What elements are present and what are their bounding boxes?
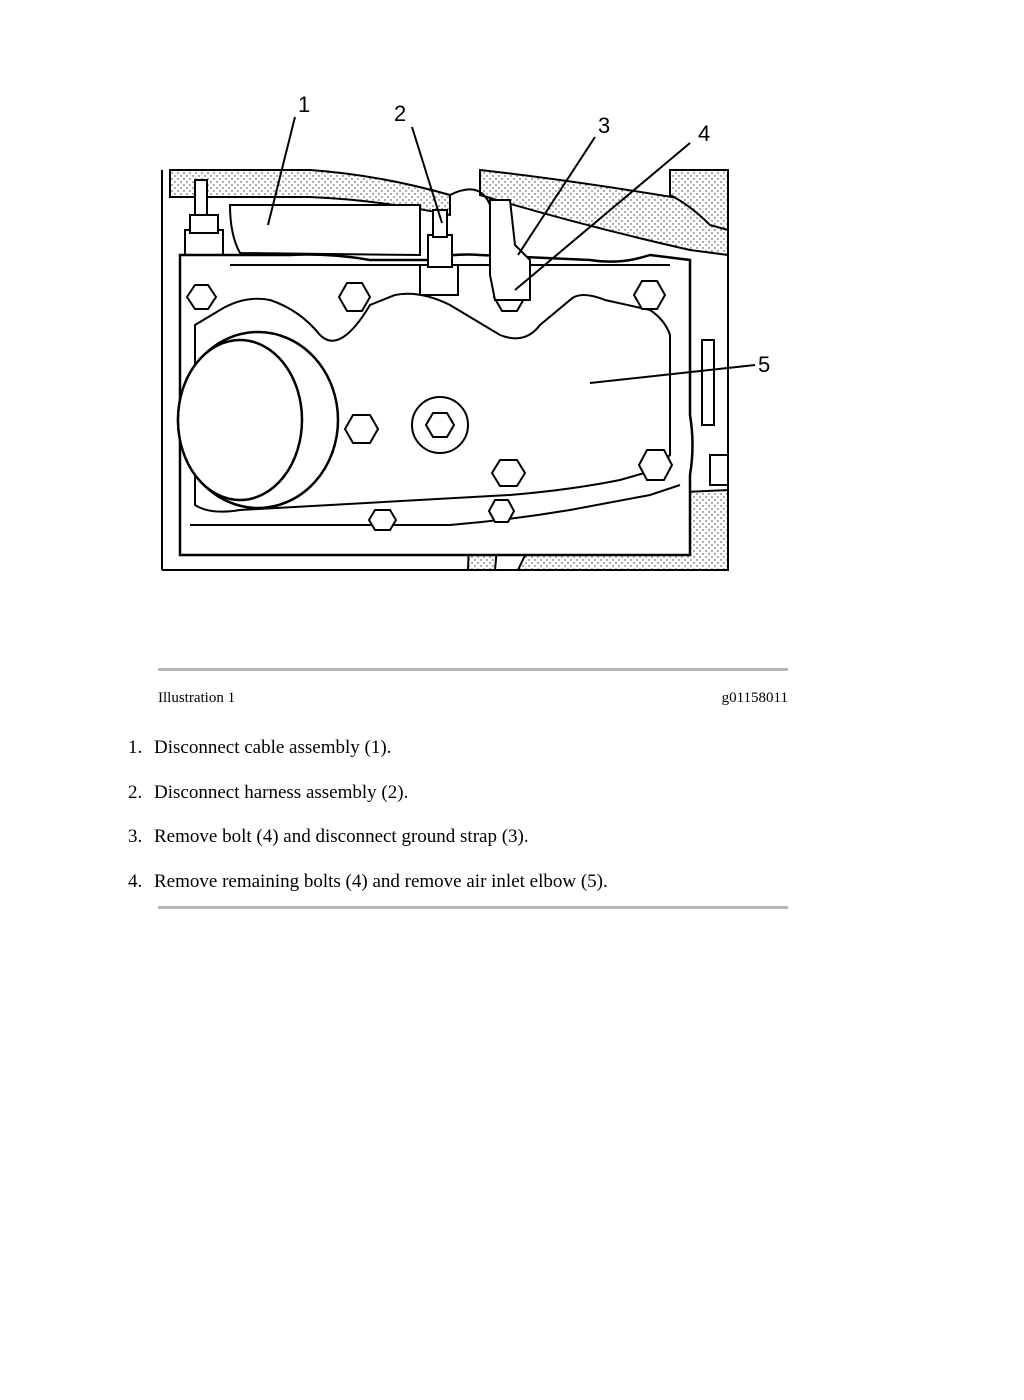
ground-strap (489, 199, 531, 301)
step-text: Disconnect cable assembly (1). (154, 737, 392, 758)
step-number: 4. (128, 870, 143, 892)
leader-lines (267, 116, 756, 384)
step-text: Disconnect harness assembly (2). (154, 781, 409, 803)
step-number: 2. (128, 781, 143, 803)
illustration-caption: Illustration 1 g01158011 (158, 690, 788, 712)
center-bolts (343, 396, 674, 531)
housing-bottom-rail (190, 484, 681, 526)
divider-top (158, 668, 788, 671)
top-hose-right (479, 168, 729, 257)
callout-2: 2 (394, 101, 406, 126)
top-hose-left (169, 169, 451, 217)
right-side-details (701, 339, 729, 486)
harness-connector (419, 188, 491, 296)
step-item: 4. Remove remaining bolts (4) and remove … (128, 870, 828, 915)
engine-illustration: 1 2 3 4 5 (161, 92, 770, 571)
illustration-label: Illustration 1 (158, 690, 236, 706)
step-number: 1. (128, 737, 143, 758)
round-cover (176, 330, 340, 510)
step-text: Remove bolt (4) and disconnect ground st… (154, 826, 529, 847)
cable-assembly (228, 204, 421, 257)
step-text: Remove remaining bolts (4) and remove ai… (154, 870, 608, 892)
step-item: 2. Disconnect harness assembly (2). (128, 781, 828, 826)
procedure-steps: 1. Disconnect cable assembly (1). 2. Disco… (128, 736, 828, 914)
callout-3: 3 (598, 113, 610, 138)
callout-1: 1 (298, 92, 310, 117)
step-item: 3. Remove bolt (4) and disconnect ground … (128, 825, 828, 870)
illustration-code: g01158011 (721, 690, 788, 706)
divider-bottom (158, 906, 788, 909)
housing-inner-line (194, 292, 671, 513)
upper-right-hose (669, 169, 729, 232)
step-item: 1. Disconnect cable assembly (1). (128, 736, 828, 781)
callout-5: 5 (758, 352, 770, 377)
callout-4: 4 (698, 121, 710, 146)
step-number: 3. (128, 826, 143, 847)
